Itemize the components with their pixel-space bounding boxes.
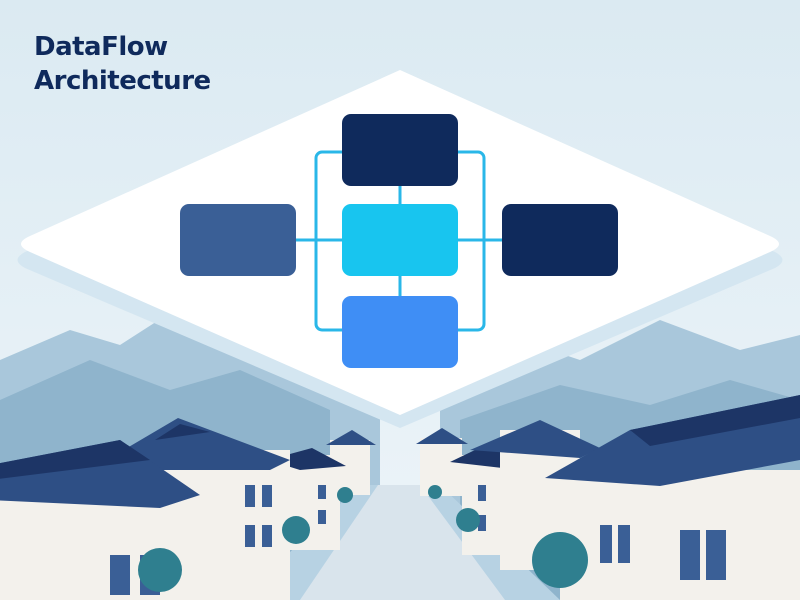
page-title: DataFlow Architecture (34, 30, 211, 98)
tree (282, 516, 310, 544)
tree (532, 532, 588, 588)
node-center (342, 204, 458, 276)
node-left (180, 204, 296, 276)
diagram-panel (17, 70, 783, 428)
title-line-2: Architecture (34, 66, 211, 96)
node-top (342, 114, 458, 186)
roof (470, 420, 600, 458)
road (300, 485, 505, 600)
tree (138, 548, 182, 592)
title-line-1: DataFlow (34, 32, 168, 62)
tree (337, 487, 353, 503)
tree (456, 508, 480, 532)
node-right (502, 204, 618, 276)
houses-left (0, 418, 353, 600)
node-bottom (342, 296, 458, 368)
roof (110, 418, 290, 470)
tree (428, 485, 442, 499)
houses-right (428, 395, 800, 600)
